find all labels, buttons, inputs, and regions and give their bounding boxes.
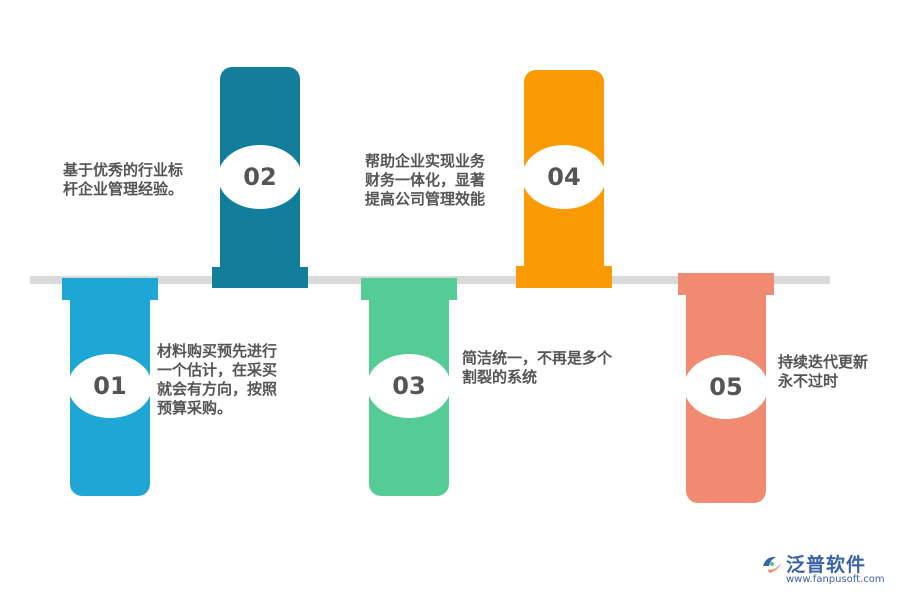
brand-url: www.fanpusoft.com [786, 574, 885, 585]
step-02-number: 02 [218, 145, 302, 209]
step-05-text: 持续迭代更新 永不过时 [778, 353, 869, 390]
step-01-pillar: 01 [62, 278, 158, 496]
step-02-pillar: 02 [212, 67, 308, 288]
step-03-pillar: 03 [361, 278, 457, 496]
step-05-pillar: 05 [678, 273, 774, 503]
step-03-text: 简洁统一，不再是多个 割裂的系统 [462, 349, 613, 386]
brand-logo: 泛普软件 www.fanpusoft.com [760, 550, 890, 590]
step-03-number: 03 [367, 354, 451, 418]
step-04-base [516, 266, 612, 288]
brand-name: 泛普软件 [786, 554, 867, 576]
step-04-text: 帮助企业实现业务 财务一体化，显著 提高公司管理效能 [365, 152, 486, 208]
step-01-number: 01 [68, 354, 152, 418]
step-02-base [212, 267, 308, 288]
step-02-text: 基于优秀的行业标 杆企业管理经验。 [63, 161, 184, 198]
step-01-text: 材料购买预先进行 一个估计，在采买 就会有方向，按照 预算采购。 [157, 342, 278, 417]
step-05-number: 05 [684, 355, 768, 419]
step-04-number: 04 [522, 145, 606, 209]
fanpu-logo-icon [760, 552, 784, 580]
step-04-pillar: 04 [516, 70, 612, 288]
